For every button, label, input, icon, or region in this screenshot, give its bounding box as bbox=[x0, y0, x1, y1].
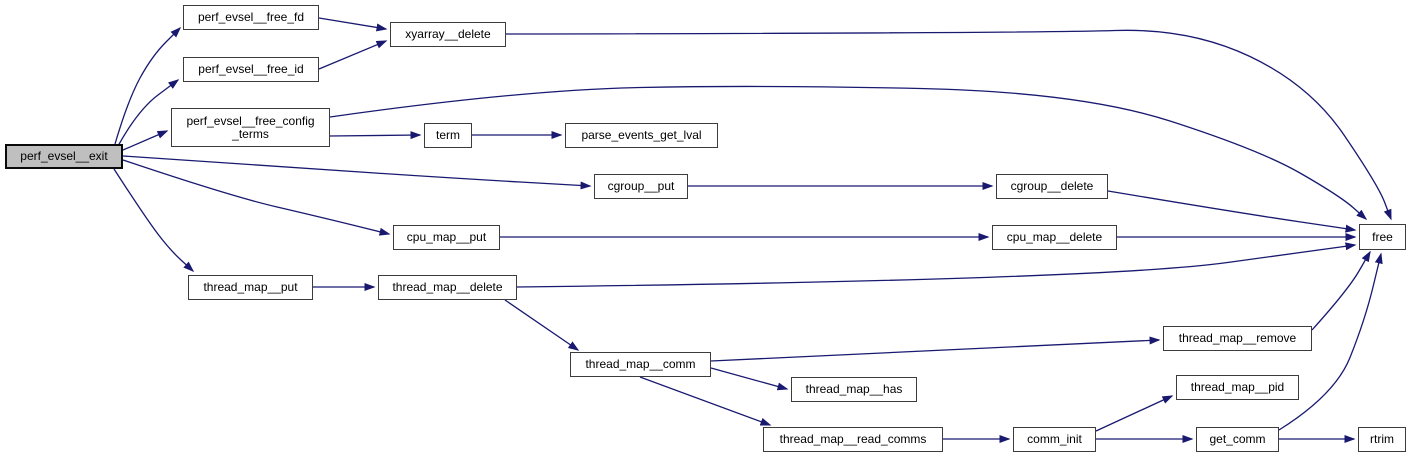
node-label: perf_evsel__free_fd bbox=[197, 10, 305, 24]
node-label: cgroup__delete bbox=[1010, 179, 1094, 193]
edge-perf_evsel__exit-to-cgroup__put bbox=[122, 155, 592, 190]
edge-thread_map__delete-to-thread_map__comm bbox=[504, 299, 580, 351]
node-thread_map__comm[interactable]: thread_map__comm bbox=[570, 352, 711, 377]
node-label: perf_evsel__exit bbox=[20, 149, 108, 163]
node-label: thread_map__remove bbox=[1178, 331, 1297, 345]
node-label: thread_map__put bbox=[203, 280, 298, 294]
edge-perf_evsel__exit-to-perf_evsel__free_config_terms bbox=[122, 130, 169, 151]
node-thread_map__delete[interactable]: thread_map__delete bbox=[378, 275, 517, 300]
edge-thread_map__comm-to-thread_map__read_comms bbox=[639, 376, 772, 426]
edge-get_comm-to-free bbox=[1278, 252, 1383, 431]
node-label: thread_map__pid bbox=[1190, 380, 1285, 394]
node-cgroup__put[interactable]: cgroup__put bbox=[594, 174, 688, 199]
edge-thread_map__comm-to-thread_map__has bbox=[710, 367, 789, 391]
node-label: comm_init bbox=[1027, 432, 1082, 446]
node-xyarray__delete[interactable]: xyarray__delete bbox=[390, 22, 506, 47]
node-get_comm[interactable]: get_comm bbox=[1196, 427, 1279, 452]
node-perf_evsel__free_fd[interactable]: perf_evsel__free_fd bbox=[183, 5, 319, 30]
node-term[interactable]: term bbox=[424, 123, 472, 148]
node-label: free bbox=[1372, 229, 1393, 244]
node-thread_map__put[interactable]: thread_map__put bbox=[188, 275, 313, 300]
edge-perf_evsel__free_fd-to-xyarray__delete bbox=[318, 17, 388, 32]
node-label: cpu_map__put bbox=[406, 230, 487, 244]
node-rtrim[interactable]: rtrim bbox=[1358, 427, 1406, 452]
node-label: parse_events_get_lval bbox=[581, 128, 702, 142]
edge-perf_evsel__free_config_terms-to-free bbox=[329, 85, 1368, 220]
node-thread_map__pid[interactable]: thread_map__pid bbox=[1176, 375, 1299, 400]
node-label: perf_evsel__free_config _terms bbox=[186, 113, 315, 141]
node-label: thread_map__delete bbox=[392, 280, 503, 294]
node-label: thread_map__comm bbox=[585, 357, 696, 371]
node-perf_evsel__exit: perf_evsel__exit bbox=[5, 144, 123, 169]
node-label: cpu_map__delete bbox=[1006, 230, 1103, 244]
node-cgroup__delete[interactable]: cgroup__delete bbox=[996, 174, 1108, 199]
edge-perf_evsel__exit-to-perf_evsel__free_id bbox=[117, 79, 180, 147]
node-thread_map__remove[interactable]: thread_map__remove bbox=[1163, 326, 1312, 351]
edge-thread_map__remove-to-free bbox=[1311, 250, 1371, 331]
edge-cgroup__delete-to-free bbox=[1107, 190, 1357, 233]
edge-thread_map__delete-to-free bbox=[516, 242, 1357, 288]
node-label: thread_map__read_comms bbox=[779, 432, 927, 446]
edge-perf_evsel__exit-to-cpu_map__put bbox=[122, 159, 391, 236]
node-comm_init[interactable]: comm_init bbox=[1013, 427, 1096, 452]
edge-perf_evsel__exit-to-thread_map__put bbox=[113, 168, 195, 273]
node-perf_evsel__free_id[interactable]: perf_evsel__free_id bbox=[183, 57, 319, 82]
edge-perf_evsel__free_id-to-xyarray__delete bbox=[318, 40, 388, 70]
node-label: cgroup__put bbox=[607, 179, 675, 193]
node-label: thread_map__has bbox=[805, 382, 903, 396]
node-label: perf_evsel__free_id bbox=[198, 62, 304, 76]
node-parse_events_get_lval[interactable]: parse_events_get_lval bbox=[565, 123, 718, 148]
edge-thread_map__comm-to-thread_map__remove bbox=[710, 336, 1161, 362]
node-label: term bbox=[436, 128, 460, 142]
edge-perf_evsel__exit-to-perf_evsel__free_fd bbox=[114, 26, 182, 145]
node-label: get_comm bbox=[1209, 432, 1266, 446]
node-cpu_map__delete[interactable]: cpu_map__delete bbox=[992, 225, 1117, 250]
edge-comm_init-to-thread_map__pid bbox=[1095, 395, 1174, 432]
node-cpu_map__put[interactable]: cpu_map__put bbox=[393, 225, 500, 250]
node-label: xyarray__delete bbox=[405, 27, 491, 41]
node-free[interactable]: free bbox=[1359, 224, 1406, 250]
edge-perf_evsel__free_config_terms-to-term bbox=[329, 131, 422, 140]
node-label: rtrim bbox=[1370, 432, 1394, 446]
node-thread_map__has[interactable]: thread_map__has bbox=[791, 377, 917, 402]
edge-xyarray__delete-to-free bbox=[505, 29, 1392, 221]
node-perf_evsel__free_config_terms[interactable]: perf_evsel__free_config _terms bbox=[171, 108, 330, 147]
node-thread_map__read_comms[interactable]: thread_map__read_comms bbox=[763, 427, 943, 452]
